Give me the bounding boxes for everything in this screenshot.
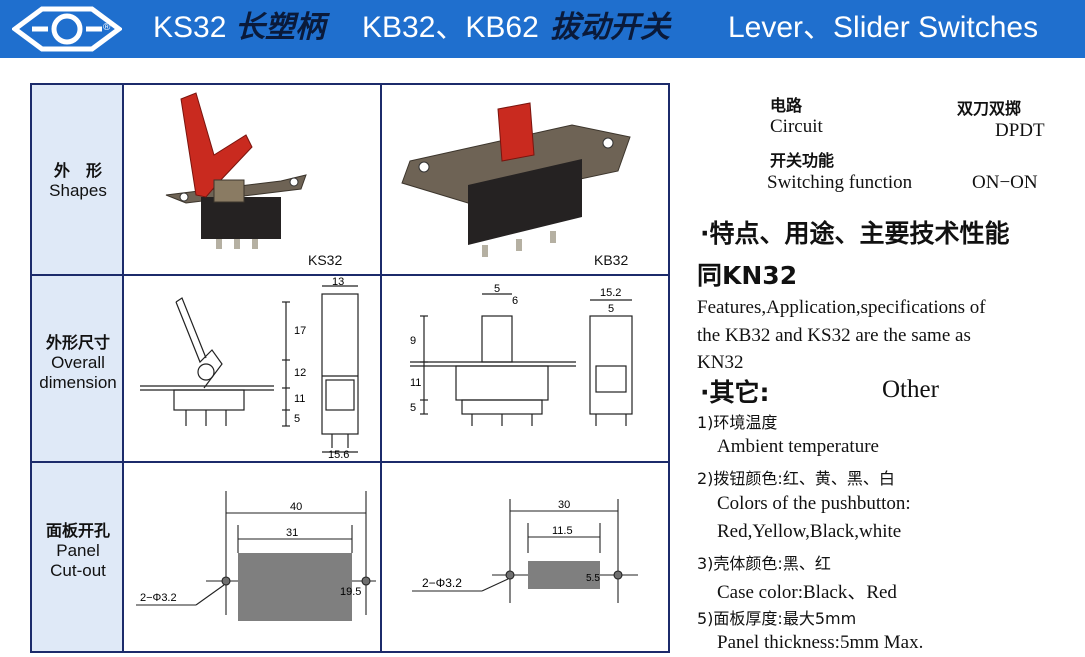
ks32-dim-17: 17 [294,325,306,337]
ks32-dim-12: 12 [294,367,306,379]
row-label-cutout: 面板开孔 Panel Cut-out [32,521,124,581]
features-heading: ·特点、用途、主要技术性能 [700,219,1010,248]
kb32-dim-6: 6 [512,295,518,307]
ks32-dim-13: 13 [332,276,344,288]
other-item5-cn: 5)面板厚度:最大5mm [697,609,857,628]
title-english: Lever、Slider Switches [728,11,1039,44]
other-item2-en: Colors of the pushbutton: [717,493,911,514]
kb32-cutout-drawing: 30 11.5 5.5 2−Φ3.2 [412,499,638,603]
row-divider-1 [32,274,668,276]
title-model-ks32: KS32 [153,11,227,44]
ks32-cut-31: 31 [286,527,298,539]
other-item2-cn: 2)拨钮颜色:红、黄、黑、白 [697,469,895,488]
ks32-cutout-drawing: 40 31 19.5 2−Φ3.2 [136,491,376,621]
title-long-handle-cn: 长塑柄 [235,10,325,45]
row-label-shapes-cn: 外 形 [53,161,102,180]
circuit-value-cn: 双刀双掷 [957,99,1022,118]
kb32-dimension-drawing: 5 6 9 11 5 15.2 5 [410,283,633,426]
kb32-dim-9: 9 [410,335,416,347]
kb32-dim-5-side: 5 [608,303,614,315]
ks32-dim-5: 5 [294,413,300,425]
column-divider [380,85,382,651]
kb32-photo [401,102,631,257]
brand-logo-icon [12,6,122,52]
function-value: ON−ON [972,172,1038,193]
features-text-2: the KB32 and KS32 are the same as [697,325,971,346]
spec-table: 外 形 Shapes 外形尺寸 Overall dimension 面板开孔 P… [30,83,670,653]
other-item1-cn: 1)环境温度 [697,413,778,432]
features-text-1: Features,Application,specifications of [697,297,986,318]
kb32-cut-5-5: 5.5 [586,573,600,584]
ks32-cut-40: 40 [290,501,302,513]
kb32-cut-holes: 2−Φ3.2 [422,576,462,590]
row-label-shapes: 外 形 Shapes [32,161,124,201]
row-label-dimension-cn: 外形尺寸 [45,333,110,352]
ks32-caption: KS32 [308,252,343,268]
ks32-photo [165,92,307,249]
function-label-cn: 开关功能 [770,151,835,170]
row-label-dimension-en-2: dimension [39,373,117,392]
row-label-dimension: 外形尺寸 Overall dimension [32,333,124,393]
kb32-dim-5-top: 5 [494,283,500,295]
features-heading-2: 同KN32 [697,261,798,290]
circuit-label-cn: 电路 [770,96,803,115]
ks32-cut-holes: 2−Φ3.2 [140,592,177,604]
title-slide-switch-cn: 拔动开关 [550,10,670,45]
ks32-dimension-drawing: 13 17 12 11 5 15.6 [140,276,359,461]
row-label-cutout-en-2: Cut-out [50,561,106,580]
features-text-3: KN32 [697,352,744,373]
ks32-cut-19-5: 19.5 [340,586,361,598]
registered-mark: ® [103,22,111,33]
ks32-dim-11: 11 [294,393,305,405]
kb32-cut-11-5: 11.5 [552,525,573,537]
other-heading-en: Other [882,376,939,403]
row-label-shapes-en: Shapes [49,181,107,200]
circuit-value-en: DPDT [995,120,1045,141]
other-item2-en-2: Red,Yellow,Black,white [717,521,902,542]
kb32-dim-5: 5 [410,402,416,414]
kb32-dim-11: 11 [410,377,421,389]
other-item1-en: Ambient temperature [717,436,879,457]
row-divider-2 [32,461,668,463]
kb32-caption: KB32 [594,252,629,268]
row-header-column [32,85,124,651]
row-label-cutout-cn: 面板开孔 [45,521,110,540]
kb32-cut-30: 30 [558,499,570,511]
other-item3-cn: 3)壳体颜色:黑、红 [697,554,831,573]
row-label-cutout-en: Panel [56,541,100,560]
ks32-dim-15-6: 15.6 [328,449,349,461]
function-label-en: Switching function [767,172,913,193]
header-banner: ® KS32 长塑柄 KB32、KB62 拔动开关 Lever、Slider S… [0,0,1085,58]
other-item3-en: Case color:Black、Red [717,582,897,603]
other-heading: ·其它: [700,378,770,407]
circuit-label-en: Circuit [770,116,823,137]
kb32-dim-15-2: 15.2 [600,287,621,299]
other-item5-en: Panel thickness:5mm Max. [717,632,924,653]
row-label-dimension-en: Overall [51,353,105,372]
title-models-kb: KB32、KB62 [362,11,539,44]
